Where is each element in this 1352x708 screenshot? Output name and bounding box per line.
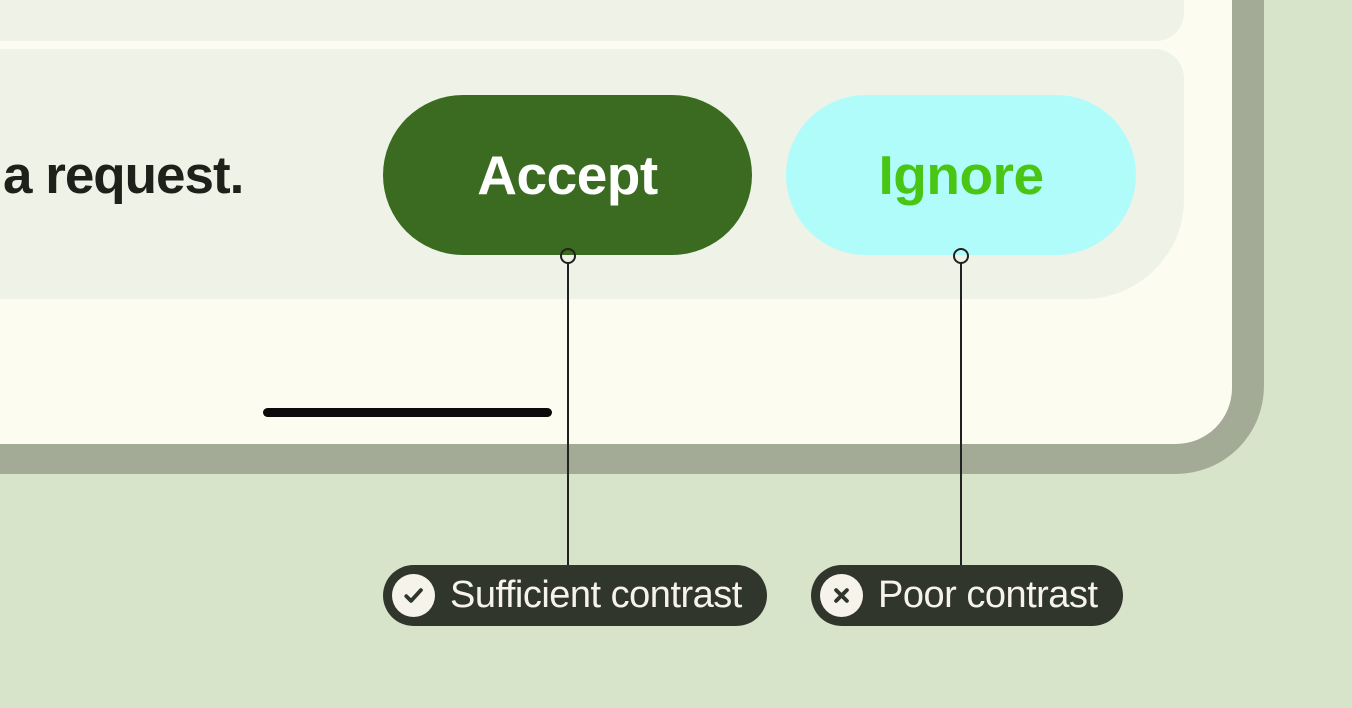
check-circle-icon (392, 574, 435, 617)
notification-card: a request. Accept Ignore (0, 49, 1184, 299)
poor-contrast-text: Poor contrast (878, 574, 1098, 616)
connector-line-accept (567, 263, 569, 565)
sufficient-contrast-label-pill: Sufficient contrast (383, 565, 767, 626)
x-circle-icon (820, 574, 863, 617)
ignore-button[interactable]: Ignore (786, 95, 1136, 255)
home-indicator-bar[interactable] (263, 408, 552, 417)
connector-line-ignore (960, 263, 962, 565)
connector-node-ignore (953, 248, 969, 264)
notification-text: a request. (3, 145, 244, 205)
poor-contrast-label-pill: Poor contrast (811, 565, 1123, 626)
sufficient-contrast-text: Sufficient contrast (450, 574, 742, 616)
notification-card-top (0, 0, 1184, 41)
connector-node-accept (560, 248, 576, 264)
accept-button[interactable]: Accept (383, 95, 752, 255)
device-frame: a request. Accept Ignore (0, 0, 1264, 474)
device-screen: a request. Accept Ignore (0, 0, 1232, 444)
